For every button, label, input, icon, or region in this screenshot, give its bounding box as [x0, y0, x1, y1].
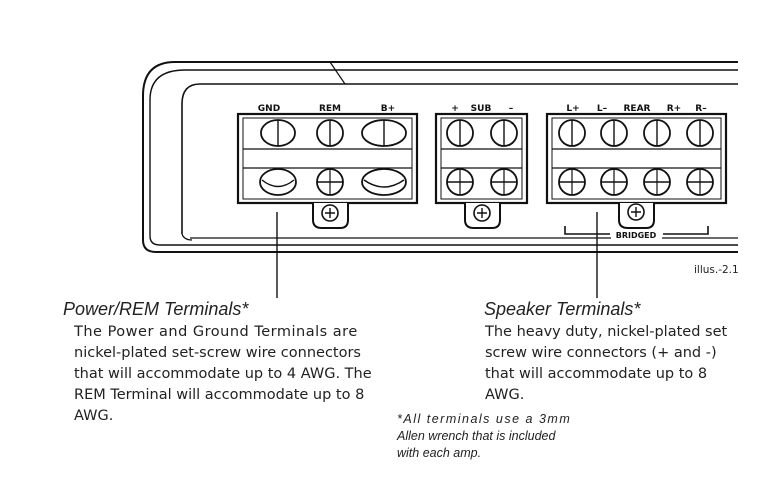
bridged-label: BRIDGED: [616, 231, 657, 240]
power-rem-heading: Power/REM Terminals*: [63, 299, 249, 319]
label-sub-minus: –: [509, 104, 514, 114]
bridged-bracket: [564, 226, 709, 235]
text-line: screw wire connectors (+ and -): [485, 345, 717, 361]
label-sub: SUB: [471, 104, 492, 114]
label-b-plus: B+: [381, 104, 395, 114]
text-line: AWG.: [74, 408, 114, 424]
illustration-reference: illus.-2.1: [694, 264, 739, 276]
text-line: AWG.: [485, 387, 525, 403]
text-line: nickel-plated set-screw wire connectors: [74, 345, 361, 361]
phillips-screw-icon: [473, 204, 491, 222]
text-line: The Power and Ground Terminals are: [74, 324, 358, 340]
speaker-description: The heavy duty, nickel-plated set screw …: [485, 322, 765, 406]
text-line: REM Terminal will accommodate up to 8: [74, 387, 365, 403]
label-l-plus: L+: [566, 104, 579, 114]
label-r-plus: R+: [667, 104, 681, 114]
label-l-minus: L–: [597, 104, 608, 114]
label-r-minus: R–: [695, 104, 707, 114]
label-rear: REAR: [624, 104, 651, 114]
text-line: that will accommodate up to 8: [485, 366, 708, 382]
footnote-line: Allen wrench that is included: [397, 429, 556, 443]
terminal-labels: GND REM B+ + SUB – L+ L– REAR R+ R–: [258, 104, 707, 114]
power-rem-description: The Power and Ground Terminals are nicke…: [74, 322, 404, 427]
footnote-line: with each amp.: [397, 446, 482, 460]
label-gnd: GND: [258, 104, 280, 114]
amplifier-housing: [142, 61, 738, 253]
footnote: *All terminals use a 3mm Allen wrench th…: [397, 411, 597, 462]
sub-terminal-block: [434, 112, 529, 229]
text-line: The heavy duty, nickel-plated set: [485, 324, 728, 340]
speaker-heading: Speaker Terminals*: [484, 299, 641, 319]
label-sub-plus: +: [451, 104, 459, 114]
phillips-screw-icon: [321, 204, 339, 222]
label-rem: REM: [319, 104, 341, 114]
speaker-terminal-block: [545, 112, 728, 229]
footnote-line: *All terminals use a 3mm: [397, 412, 572, 426]
phillips-screw-icon: [627, 203, 645, 221]
text-line: that will accommodate up to 4 AWG. The: [74, 366, 372, 382]
power-terminal-block: [236, 112, 419, 229]
